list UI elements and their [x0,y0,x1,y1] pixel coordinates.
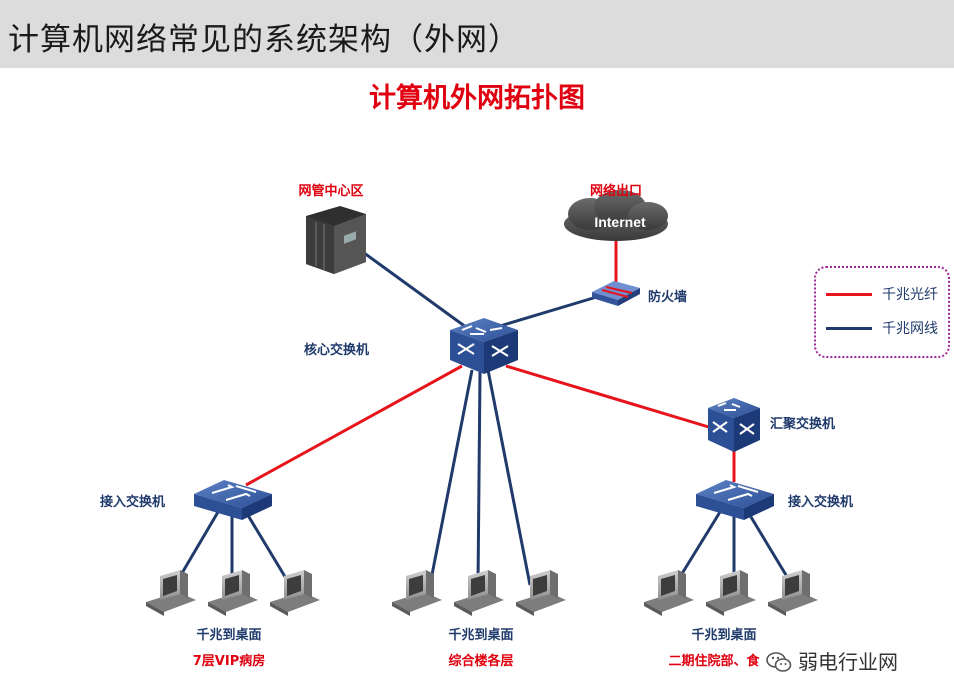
page-title: 计算机网络常见的系统架构（外网） [8,22,520,58]
label-access-switch-right: 接入交换机 [788,495,854,510]
wechat-icon [766,652,792,672]
group-2-desk-label: 千兆到桌面 [448,628,514,643]
computer-icon [768,570,818,616]
link-core-agg [505,364,713,430]
legend-cable-label: 千兆网线 [882,321,938,337]
group-1-name: 7层VIP病房 [192,654,266,669]
diagram-title: 计算机外网拓扑图 [369,83,585,114]
server-rack-icon [306,206,366,274]
legend-cable-swatch [826,327,872,330]
header-bar: 计算机网络常见的系统架构（外网） [0,0,954,68]
link-core-pc-m2 [476,371,482,586]
link-core-pc-m3 [486,369,532,586]
connections [173,240,794,586]
label-firewall: 防火墙 [648,290,688,305]
aggregation-switch-icon [708,398,760,452]
computer-icon [706,570,756,616]
label-agg-switch: 汇聚交换机 [770,417,836,432]
watermark-text: 弱电行业网 [798,650,898,674]
legend: 千兆光纤 千兆网线 [814,266,950,358]
legend-fiber-label: 千兆光纤 [882,287,938,303]
computer-icon [516,570,566,616]
access-switch-right-icon [696,480,774,520]
computers [146,570,818,616]
legend-item-cable: 千兆网线 [826,318,946,338]
computer-icon [270,570,320,616]
access-switch-left-icon [194,480,272,520]
group-2-name: 综合楼各层 [448,654,514,669]
legend-item-fiber: 千兆光纤 [826,284,946,304]
computer-icon [146,570,196,616]
computer-icon [392,570,442,616]
watermark: 弱电行业网 [766,646,898,675]
computer-icon [208,570,258,616]
link-core-pc-m1 [428,369,474,586]
group-3-name: 二期住院部、食 [668,654,760,669]
label-access-switch-left: 接入交换机 [100,495,166,510]
link-firewall-core [499,294,601,328]
core-switch-icon [450,318,518,374]
link-access-left-pc-3 [244,511,292,586]
internet-label: Internet [594,214,646,230]
link-core-access-left [245,364,463,487]
internet-cloud-icon: Internet [564,190,668,241]
group-1-desk-label: 千兆到桌面 [196,628,262,643]
computer-icon [454,570,504,616]
legend-fiber-swatch [826,293,872,296]
link-mgmt-core [359,248,471,332]
label-core-switch: 核心交换机 [304,343,370,358]
link-access-right-pc-3 [746,511,794,586]
computer-icon [644,570,694,616]
firewall-icon [592,281,640,306]
label-network-exit: 网络出口 [589,184,643,199]
label-mgmt-center: 网管中心区 [298,184,364,199]
group-3-desk-label: 千兆到桌面 [691,628,757,643]
